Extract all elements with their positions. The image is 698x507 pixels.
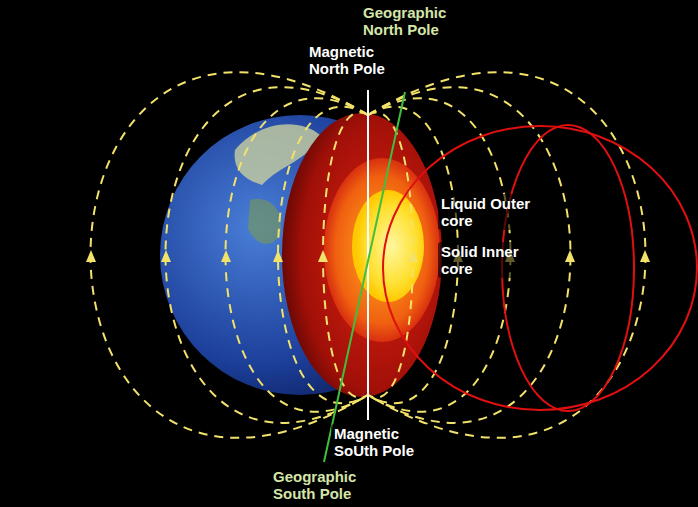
mantle-cutaway bbox=[282, 113, 442, 397]
core-label: Liquid Outer core bbox=[438, 194, 536, 230]
continent bbox=[248, 199, 281, 244]
annotation-circle bbox=[383, 126, 697, 410]
core-label: Solid Inner core bbox=[438, 242, 536, 278]
outer-core bbox=[324, 158, 440, 342]
geographic-pole-label: Geographic North Pole bbox=[360, 3, 466, 39]
geographic-axis bbox=[324, 92, 405, 462]
magnetic-pole-label: Magnetic SoUth Pole bbox=[331, 424, 433, 460]
magnetic-pole-label: Magnetic North Pole bbox=[306, 42, 402, 78]
geographic-pole-label: Geographic South Pole bbox=[270, 467, 376, 503]
